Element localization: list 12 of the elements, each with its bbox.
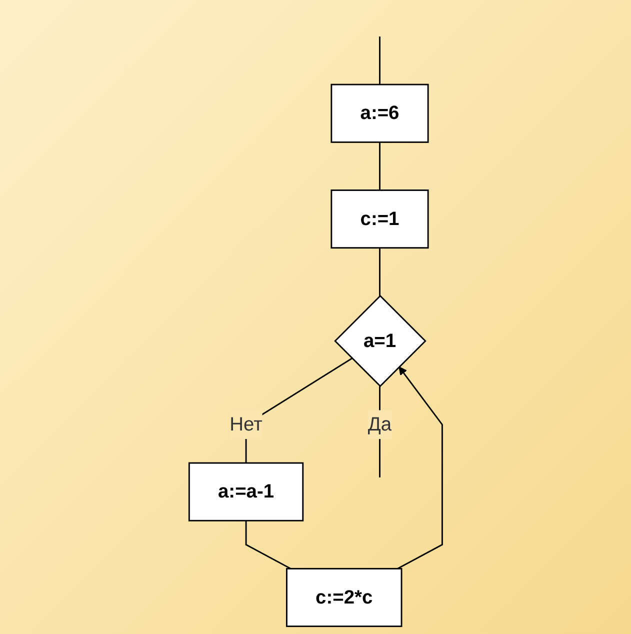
arrow	[397, 366, 443, 570]
connector	[245, 520, 291, 570]
node-diamond: a=1	[334, 294, 426, 388]
node-box: c:=2*c	[286, 568, 402, 628]
connector	[378, 142, 380, 190]
edge-label: Да	[368, 414, 392, 436]
node-box: a:=a-1	[188, 462, 304, 522]
connector	[378, 248, 380, 296]
connector	[378, 36, 380, 85]
node-box: c:=1	[330, 190, 429, 249]
edge-label: Нет	[229, 414, 262, 436]
node-box: a:=6	[330, 84, 429, 143]
